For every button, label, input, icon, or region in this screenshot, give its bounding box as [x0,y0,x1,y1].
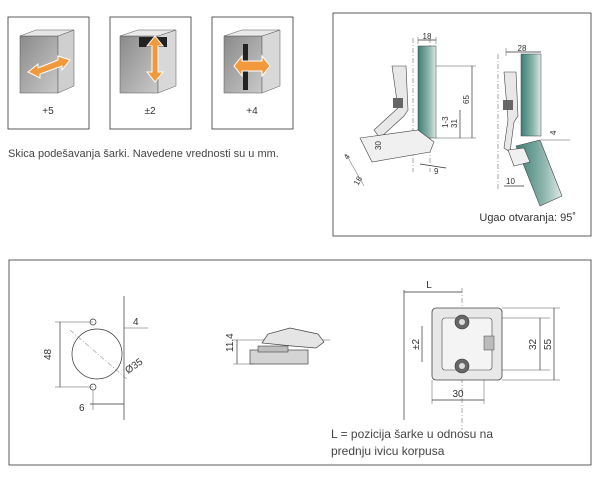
dim-30-plate: 30 [452,389,464,400]
dim-18-top: 18 [423,32,432,41]
hinge-detail-right: 28 4 10 [497,44,570,207]
adjust-side-label: +4 [246,106,258,117]
adjust-box-side [211,16,294,130]
dim-9: 9 [434,167,439,176]
dim-35: Ø35 [123,356,145,376]
dim-28: 28 [518,44,527,53]
dim-65: 65 [462,95,471,104]
adjust-box-height [109,16,192,130]
side-adjust-icon [233,54,271,78]
mounting-plate-view: L 32 55 ±2 30 [403,280,560,430]
dim-4-cup: 4 [133,317,139,328]
legend-line-1: L = pozicija šarke u odnosu na [331,427,493,441]
dim-48: 48 [43,348,54,360]
opening-angle-frame [332,12,592,237]
dim-L: L [426,280,432,291]
sketch-caption: Skica podešavanja šarki. Navedene vredno… [8,148,279,160]
mounting-frame [8,259,592,466]
dim-pm2: ±2 [411,339,422,350]
depth-adjust-icon [27,55,71,79]
height-adjust-icon [145,35,165,83]
cup-drilling-view: 48 4 Ø35 6 [43,296,148,420]
hinge-detail-left: 18 65 31 1-3 30 9 4 18 [342,32,476,187]
legend-line-2: prednju ivicu korpusa [331,444,445,458]
dim-4-right: 4 [549,130,558,135]
adjust-box-depth [7,16,90,130]
dim-31: 31 [450,119,459,128]
dim-6: 6 [79,403,85,414]
dim-4-left: 4 [342,152,352,161]
legend-text: L = pozicija šarke u odnosu na prednju i… [331,426,581,460]
dim-18-bottom: 18 [352,174,365,187]
adjust-height-label: ±2 [144,106,155,117]
hinge-side-view: 11.4 [225,327,330,365]
adjust-depth-label: +5 [42,106,54,117]
dim-32: 32 [528,338,539,350]
dim-11-4: 11.4 [225,333,236,352]
opening-angle-text: Ugao otvaranja: 95˚ [479,212,576,224]
dim-30: 30 [374,141,383,150]
dim-10: 10 [506,177,515,186]
dim-1-3: 1-3 [441,116,450,128]
dim-55: 55 [543,338,554,350]
